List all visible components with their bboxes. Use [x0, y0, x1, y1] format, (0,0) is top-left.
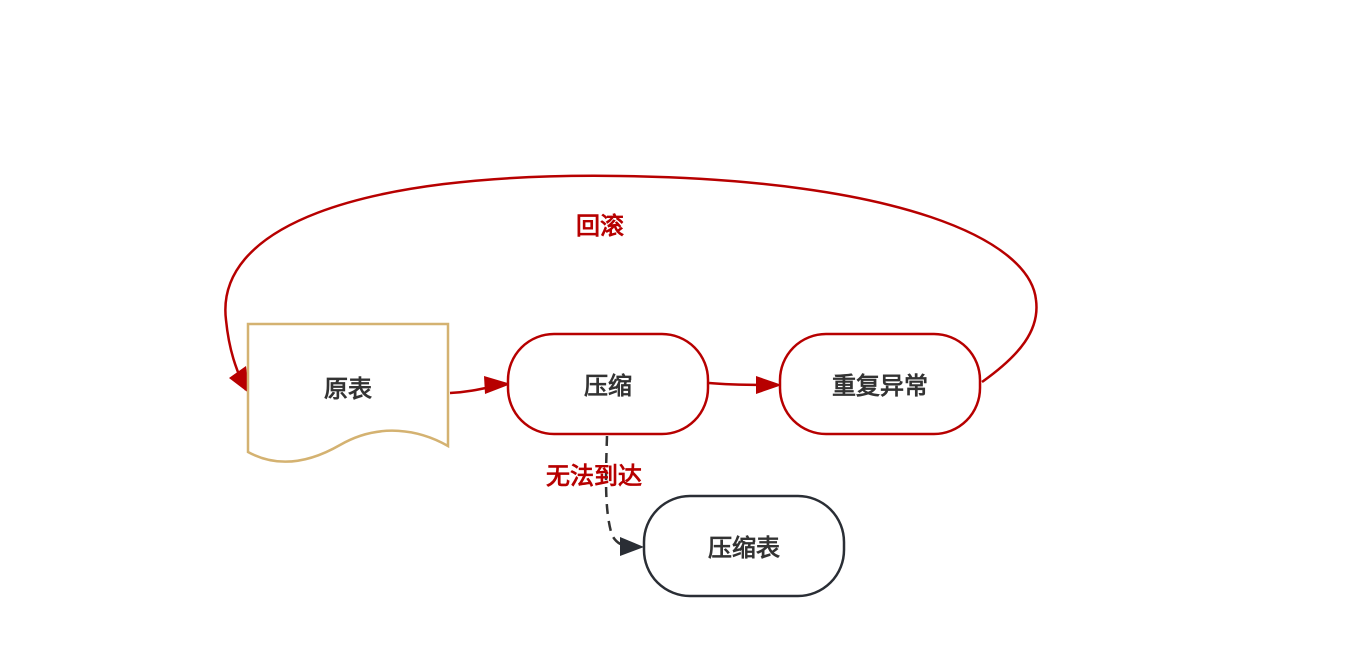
edge-source-to-compress-arrowhead [484, 376, 511, 394]
edge-unreachable-line [604, 435, 631, 548]
edge-compress-to-exception [708, 376, 782, 394]
node-compress-box [506, 332, 710, 436]
document-shape [246, 322, 450, 463]
edge-rollback-label: 回滚 [576, 212, 625, 240]
node-repeat-exception-box [778, 332, 982, 436]
edge-unreachable-arrowhead [620, 537, 644, 556]
node-compress-label: 压缩 [584, 372, 632, 400]
edge-source-to-compress [449, 376, 511, 395]
node-compressed-table: 压缩表 [642, 494, 846, 598]
node-repeat-exception-label: 重复异常 [832, 372, 928, 400]
edge-rollback-arrowhead [229, 366, 250, 394]
node-compress: 压缩 [506, 332, 710, 436]
node-repeat-exception: 重复异常 [778, 332, 982, 436]
edge-unreachable-label: 无法到达 [546, 462, 642, 490]
node-compressed-table-box [642, 494, 846, 598]
node-source-table: 原表 [246, 322, 450, 463]
edge-unreachable: 无法到达 [546, 435, 644, 556]
edge-compress-to-exception-arrowhead [756, 376, 782, 394]
node-compressed-table-label: 压缩表 [708, 534, 781, 562]
edge-rollback-line [224, 174, 1038, 391]
edge-rollback: 回滚 [224, 174, 1038, 394]
node-source-table-label: 原表 [324, 375, 373, 403]
